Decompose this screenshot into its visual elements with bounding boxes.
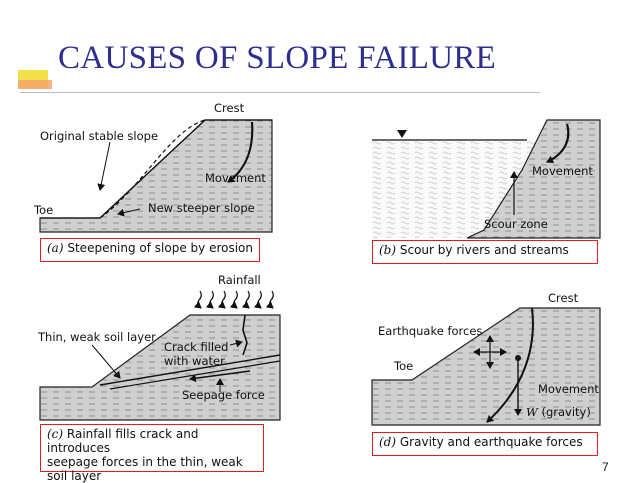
panel-d-gravity-label: W (gravity) <box>526 405 591 419</box>
panel-d-caption-letter: (d) <box>379 435 397 449</box>
title-rule <box>20 92 540 93</box>
panel-c-caption-line-3: soil layer <box>47 469 102 483</box>
panel-b-movement-label: Movement <box>532 164 593 178</box>
panel-c-seepage-arrow <box>189 370 251 383</box>
panel-b-diagram: Movement Scour zone <box>372 119 601 239</box>
panel-c-weak-layer-top <box>99 354 281 386</box>
panel-a-original-slope-line <box>99 119 206 219</box>
panel-c-crack <box>242 314 248 356</box>
panel-c-caption-line-1: Rainfall fills crack and introduces <box>47 427 199 455</box>
panel-a-new-surface <box>40 119 272 219</box>
panel-a-new-slope-label: New steeper slope <box>148 201 255 215</box>
panel-d-diagram: Crest Earthquake forces Toe Movement W (… <box>371 291 601 426</box>
panel-a-caption: (a) Steepening of slope by erosion <box>40 238 260 262</box>
panel-b-caption: (b) Scour by rivers and streams <box>372 240 598 264</box>
title-decoration-orange <box>18 80 52 89</box>
panel-d-earthquake-label: Earthquake forces <box>378 324 482 338</box>
panel-a-movement-label: Movement <box>205 171 266 185</box>
panel-c-caption-line-2: seepage forces in the thin, weak <box>47 455 243 469</box>
panel-d-toe-label: Toe <box>393 359 413 373</box>
panel-b-movement-arrow <box>546 123 570 164</box>
panel-d-earthquake-arrows <box>473 335 507 369</box>
panel-a-original-pointer <box>97 141 111 191</box>
panel-a-caption-text: Steepening of slope by erosion <box>67 241 254 255</box>
panel-a-new-slope-pointer <box>117 208 141 217</box>
panel-b-scour-label: Scour zone <box>484 217 548 231</box>
panel-a-crest-label: Crest <box>214 101 245 115</box>
panel-d-movement-arrow <box>486 307 534 423</box>
panel-d-caption-text: Gravity and earthquake forces <box>399 435 583 449</box>
panel-d-movement-label: Movement <box>538 382 599 396</box>
panel-c-crack-label-2: with water <box>164 354 225 368</box>
panel-c-seepage-label: Seepage force <box>182 388 265 402</box>
panel-c-caption-letter: (c) <box>47 427 64 441</box>
panel-a-original-label: Original stable slope <box>40 129 158 143</box>
panel-d-caption: (d) Gravity and earthquake forces <box>372 432 598 456</box>
panel-c-rainfall-label: Rainfall <box>218 273 261 287</box>
panel-b-caption-text: Scour by rivers and streams <box>399 243 569 257</box>
panel-d-crest-label: Crest <box>548 291 579 305</box>
panel-c-crack-label-1: Crack filled <box>164 340 228 354</box>
panel-c-soil-mass <box>39 314 281 421</box>
panel-a-movement-arrow <box>227 121 254 183</box>
page-number: 7 <box>602 460 609 474</box>
panel-b-caption-letter: (b) <box>379 243 397 257</box>
panel-c-diagram: Rainfall Thin, weak soil layer Crack fil… <box>37 273 281 421</box>
panel-c-rainfall-arrows <box>193 290 274 309</box>
panel-c-weak-layer-pointer <box>91 344 121 379</box>
panel-a-toe-label: Toe <box>33 203 53 217</box>
panel-c-caption: (c) Rainfall fills crack and introduces … <box>40 424 264 483</box>
panel-b-soil-mass <box>466 119 601 239</box>
slide-title: CAUSES OF SLOPE FAILURE <box>58 40 497 76</box>
panel-a-diagram: Crest Original stable slope Movement Toe… <box>33 101 273 233</box>
panel-a-caption-letter: (a) <box>47 241 64 255</box>
panel-c-weak-layer-label: Thin, weak soil layer <box>37 330 156 344</box>
panel-b-water-level-marker <box>397 130 407 138</box>
panel-c-crack-pointer <box>229 339 243 348</box>
